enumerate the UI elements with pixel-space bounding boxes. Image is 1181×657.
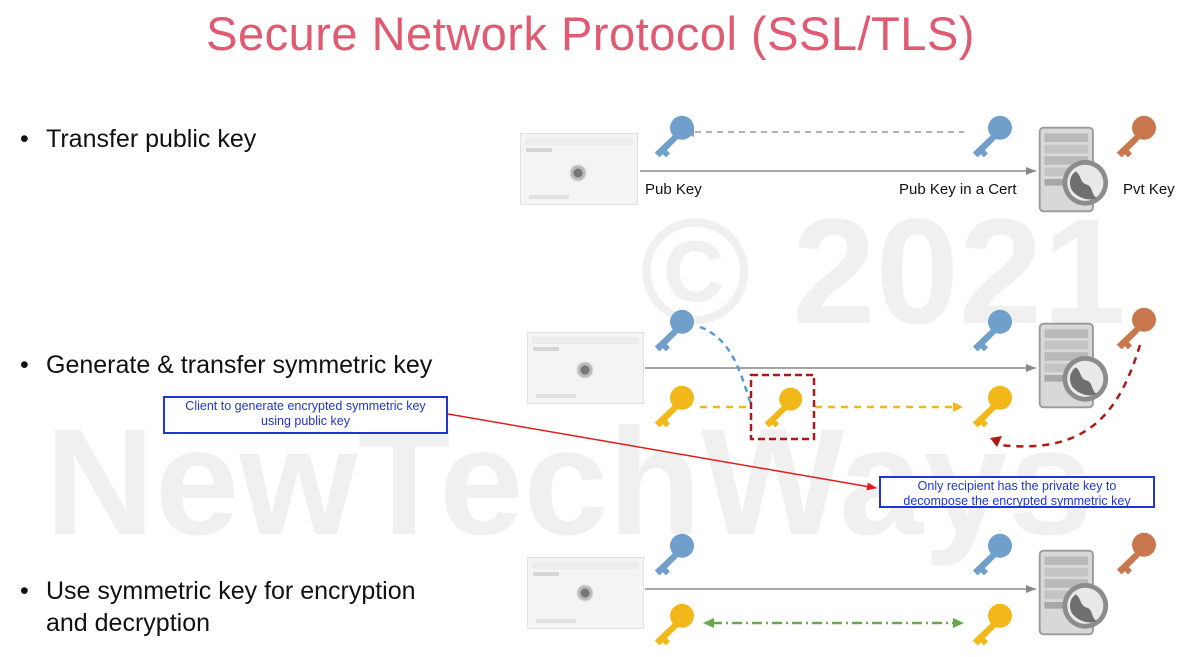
bullet-transfer-public-key: •Transfer public key <box>20 125 257 153</box>
decrypt-with-private-key-arrow <box>999 344 1142 448</box>
private-key-icon <box>1116 307 1156 350</box>
symmetric-key-icon <box>972 385 1012 428</box>
page-title: Secure Network Protocol (SSL/TLS) <box>206 7 975 60</box>
public-key-icon <box>972 309 1012 352</box>
encrypted-key-highlight-box <box>749 373 816 441</box>
symmetric-key-icon <box>972 603 1012 646</box>
bullet-text: Transfer public key <box>46 125 257 153</box>
public-key-icon <box>654 533 694 576</box>
server-icon <box>1038 126 1110 213</box>
encrypt-with-public-key-arrow <box>699 325 754 408</box>
browser-window-icon <box>527 332 644 404</box>
browser-window-icon <box>527 557 644 629</box>
bullet-generate-symmetric-key: •Generate & transfer symmetric key <box>20 351 433 379</box>
encrypted-symmetric-key-icon <box>764 387 803 428</box>
browser-window-icon <box>520 133 638 205</box>
private-key-icon <box>1116 115 1156 158</box>
label-pvt-key: Pvt Key <box>1123 181 1175 198</box>
bullet-text: Use symmetric key for encryption <box>46 577 416 605</box>
note-client-generate: Client to generate encrypted symmetric k… <box>163 396 448 434</box>
label-pub-key-cert: Pub Key in a Cert <box>899 181 1017 198</box>
note-recipient-decompose: Only recipient has the private key to de… <box>879 476 1155 508</box>
annotation-connector-arrow <box>447 413 877 491</box>
public-key-icon <box>972 533 1012 576</box>
bullet-text-continued: and decryption <box>46 609 211 637</box>
public-key-icon <box>654 309 694 352</box>
symmetric-key-icon <box>654 385 694 428</box>
server-icon <box>1038 549 1110 636</box>
symmetric-key-icon <box>654 603 694 646</box>
private-key-icon <box>1116 532 1156 575</box>
bullet-use-symmetric-key: •Use symmetric key for encryption and de… <box>20 577 416 637</box>
public-key-icon <box>972 115 1012 158</box>
label-pub-key: Pub Key <box>645 181 702 198</box>
public-key-icon <box>654 115 694 158</box>
bullet-text: Generate & transfer symmetric key <box>46 351 433 379</box>
server-icon <box>1038 322 1110 409</box>
